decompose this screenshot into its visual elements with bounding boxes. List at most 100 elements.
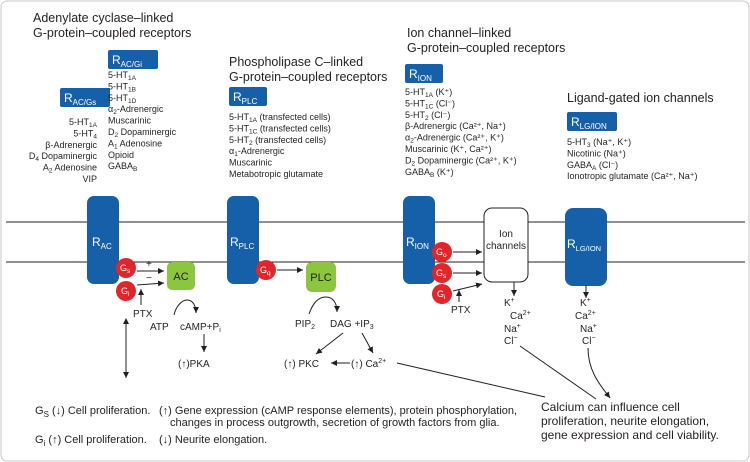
arrow-dag-pkc [315, 332, 344, 355]
list-gs-item: VIP [82, 174, 97, 184]
heading-ion: Ion channel–linked G-protein–coupled rec… [407, 26, 565, 55]
enzyme-ac: AC [167, 262, 195, 290]
receptor-rlg: RLG/ION [565, 208, 607, 286]
badge-r-plc: RPLC [229, 87, 267, 106]
camp-label: cAMP+Pi [180, 322, 221, 334]
svg-text:RION: RION [406, 235, 429, 251]
svg-text:Ca2+: Ca2+ [575, 310, 596, 322]
list-plc-item: α1-Adrenergic [229, 146, 285, 158]
svg-text:RAC/Gs: RAC/Gs [64, 91, 96, 107]
svg-text:Ca2+: Ca2+ [510, 310, 531, 322]
g-protein-gi-ion: Gi [432, 284, 452, 304]
sign-minus-ac: − [146, 273, 152, 284]
pkc-label: (↑) PKC [284, 359, 319, 370]
list-plc-item: Metabotropic glutamate [229, 169, 323, 179]
list-ion-item: D2 Dopaminergic (Ca²⁺, K⁺) [405, 155, 517, 167]
list-gi-item: GABAB [108, 161, 137, 173]
list-ion-item: α2-Adrenergic (Ca²⁺, K⁺) [405, 133, 504, 145]
list-ion-item: 5-HT2 (Cl⁻) [405, 110, 450, 122]
ions-channel: K+ Ca2+ Na+ Cl− [504, 297, 531, 347]
ions-ligand: K+ Ca2+ Na+ Cl− [575, 297, 597, 347]
svg-text:RPLC: RPLC [233, 90, 257, 106]
svg-text:Gs: Gs [120, 263, 131, 275]
footer-gi: Gi (↑) Cell proliferation. (↓) Neurite e… [35, 434, 267, 448]
heading-adenylate: Adenylate cyclase–linked G-protein–coupl… [33, 11, 191, 40]
list-ion-item: Muscarinic (K⁺, Ca²⁺) [405, 144, 492, 154]
receptor-rion: RION [403, 196, 435, 284]
list-ion-item: 5-HT1A (K⁺) [405, 87, 452, 99]
badge-r-lg-ion: RLG/ION [567, 112, 617, 131]
list-plc-item: 5-HT2 (transfected cells) [229, 135, 326, 147]
list-ion: 5-HT1A (K⁺)5-HT1C (Cl⁻)5-HT2 (Cl⁻)β-Adre… [405, 87, 517, 179]
list-gs-item: A2 Adenosine [43, 163, 97, 175]
svg-text:RAC/Gi: RAC/Gi [112, 53, 142, 69]
list-gi-item: α2-Adrenergic [108, 104, 164, 116]
list-lg-item: Ionotropic glutamate (Ca²⁺, Na⁺) [567, 171, 698, 181]
footer-gs-effect-1: (↑) Gene expression (cAMP response eleme… [159, 405, 517, 417]
svg-text:Gq: Gq [260, 265, 271, 277]
calcium-note-line3: gene expression and cell viability. [541, 428, 719, 442]
list-gi-item: A1 Adenosine [108, 138, 162, 150]
ca-left-label: (↑) Ca2+ [351, 358, 386, 370]
ptx-label-ac: PTX [133, 309, 153, 320]
svg-text:K+: K+ [504, 297, 515, 309]
list-gi-item: 5-HT1A [108, 70, 137, 82]
svg-text:RLG/ION: RLG/ION [571, 115, 607, 131]
list-gi-item: Opioid [108, 150, 134, 160]
heading-adenylate-line1: Adenylate cyclase–linked [33, 11, 173, 25]
pka-label: (↑)PKA [178, 359, 210, 370]
svg-text:RLG/ION: RLG/ION [567, 237, 601, 253]
svg-text:Cl−: Cl− [582, 335, 596, 347]
svg-text:RAC: RAC [92, 235, 112, 251]
list-plc-item: 5-HT1C (transfected cells) [229, 123, 331, 135]
heading-plc-line1: Phospholipase C–linked [229, 55, 363, 69]
calcium-note-line1: Calcium can influence cell [541, 400, 680, 414]
g-protein-gs-ion: Gs [432, 263, 452, 283]
svg-text:Gi: Gi [121, 286, 129, 298]
heading-plc-line2: G-protein–coupled receptors [229, 70, 387, 84]
receptor-rplc: RPLC [227, 196, 259, 284]
calcium-note-line2: proliferation, neurite elongation, [541, 414, 709, 428]
calcium-note: Calcium can influence cell proliferation… [541, 400, 719, 442]
list-gi-item: 5-HT1B [108, 81, 136, 93]
heading-ion-line1: Ion channel–linked [407, 26, 511, 40]
arrow-atp-camp [173, 299, 199, 316]
heading-plc: Phospholipase C–linked G-protein–coupled… [229, 55, 387, 84]
ion-channels-label-1: Ion [499, 229, 513, 240]
svg-text:K+: K+ [580, 297, 591, 309]
list-gs-item: β-Adrenergic [45, 140, 97, 150]
list-ion-item: β-Adrenergic (Ca²⁺, Na⁺) [405, 121, 506, 131]
arrow-gi-ac [136, 280, 165, 287]
footer-gs-effect-2: changes in process outgrowth, secretion … [170, 417, 500, 429]
list-plc-item: Muscarinic [229, 158, 273, 168]
g-protein-go-1: Go [432, 242, 452, 262]
list-lg-item: Nicotinic (Na⁺) [567, 148, 626, 158]
g-protein-gs: Gs [116, 258, 136, 278]
list-gi-item: D2 Dopaminergic [108, 127, 177, 139]
ion-channels-label-2: channels [486, 241, 526, 252]
svg-text:AC: AC [173, 271, 188, 283]
receptor-lists: 5-HT1A5-HT1B5-HT1Dα2-AdrenergicMuscarini… [29, 70, 698, 184]
sign-plus-ac: + [146, 259, 152, 270]
footer-gs: GS (↓) Cell proliferation. (↑) Gene expr… [35, 405, 517, 429]
ion-channels-box: Ion channels [483, 207, 529, 283]
heading-ligand: Ligand-gated ion channels [567, 91, 714, 105]
list-lg-item: 5-HT3 (Na⁺, K⁺) [567, 137, 631, 149]
line-ca-calcium [396, 362, 546, 398]
list-gs-item: 5-HT1A [69, 117, 98, 129]
pip2-label: PIP2 [295, 319, 315, 331]
list-gi-item: Muscarinic [108, 116, 152, 126]
ptx-label-ion: PTX [451, 305, 471, 316]
svg-text:Go: Go [436, 247, 447, 259]
badge-r-ac-gi: RAC/Gi [108, 50, 158, 69]
footer-gs-label: GS (↓) Cell proliferation. [35, 405, 150, 419]
list-lg: 5-HT3 (Na⁺, K⁺)Nicotinic (Na⁺)GABAA (Cl⁻… [567, 137, 698, 181]
footer-gi-label: Gi (↑) Cell proliferation. [35, 434, 147, 448]
arrow-gi-channel [452, 282, 483, 292]
list-gs-item: D4 Dopaminergic [29, 151, 98, 163]
